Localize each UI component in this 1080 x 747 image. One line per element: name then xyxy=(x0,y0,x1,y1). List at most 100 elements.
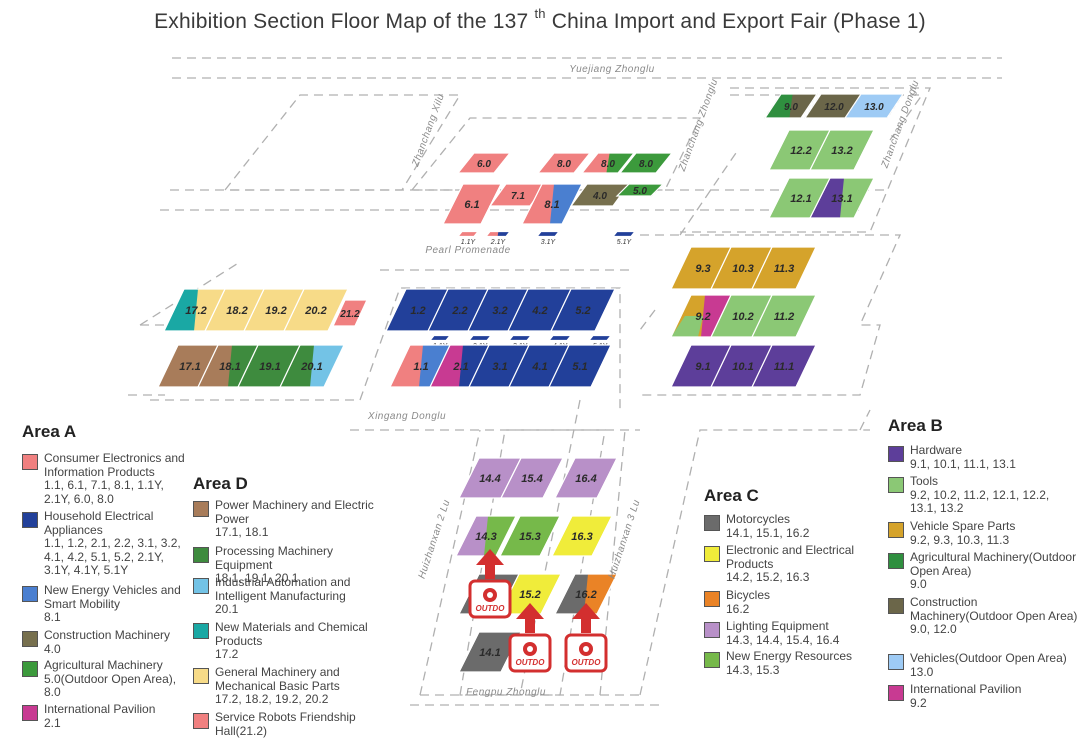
legend-swatch xyxy=(193,547,209,563)
hall-label: 16.2 xyxy=(575,589,596,601)
legend-swatch xyxy=(22,705,38,721)
legend-swatch xyxy=(888,553,904,569)
legend-category: Agricultural Machinery(Outdoor Open Area… xyxy=(910,550,1077,578)
hall-border xyxy=(618,152,674,174)
hall-fill-secondary xyxy=(550,184,582,224)
legend-swatch xyxy=(22,661,38,677)
hall-fill-secondary xyxy=(419,345,452,387)
road-label: Xingang Donglu xyxy=(367,411,446,422)
hall-border xyxy=(809,129,875,171)
hall-label: 13.1 xyxy=(831,193,852,205)
hall-label: 5.0 xyxy=(633,186,647,197)
outdo-booth-marker[interactable]: OUTDO xyxy=(564,603,608,673)
hall-9-0: 9.0 xyxy=(763,93,819,119)
hall-label: 19.1 xyxy=(259,361,280,373)
legend-item: Agricultural Machinery(Outdoor Open Area… xyxy=(888,550,1078,592)
hall-label: 14.3 xyxy=(475,531,496,543)
hall-border xyxy=(751,344,817,388)
legend-halls: 20.1 xyxy=(215,602,239,616)
hall-13-0: 13.0 xyxy=(843,93,905,119)
legend-halls: 16.2 xyxy=(726,601,750,616)
hall-fill-secondary xyxy=(840,178,874,218)
hall-label: 11.2 xyxy=(774,311,795,323)
road-label: Zhanchang Xilu xyxy=(410,92,447,169)
outdo-label: OUTDO xyxy=(572,658,602,667)
hall-border xyxy=(279,344,345,388)
legend-category: Processing Machinery Equipment xyxy=(215,544,334,572)
hall-label: 12.0 xyxy=(824,102,844,113)
hall-border xyxy=(456,230,480,238)
legend-halls: 14.3, 15.3 xyxy=(726,662,780,677)
hall-border xyxy=(580,152,636,174)
hall-fill-tertiary xyxy=(671,316,703,337)
hall-label: 12.1 xyxy=(790,193,811,205)
hall-7-1: 7.1 xyxy=(488,183,548,207)
hall-16-3: 16.3 xyxy=(551,515,613,557)
hall-border xyxy=(569,183,631,207)
hall-label: 8.1 xyxy=(544,199,559,211)
hall-border xyxy=(751,246,817,290)
hall-border xyxy=(550,288,616,332)
legend-swatch xyxy=(22,512,38,528)
hall-label: 5.2 xyxy=(575,305,590,317)
hall-label: 2.2 xyxy=(451,305,467,317)
hall-border xyxy=(587,334,613,342)
legend-category: New Energy Vehicles and Smart Mobility xyxy=(44,583,181,611)
hall-label: 4.1 xyxy=(531,361,547,373)
hall-border xyxy=(615,183,665,197)
legend-category: Construction Machinery(Outdoor Open Area… xyxy=(910,595,1078,623)
legend-swatch xyxy=(888,446,904,462)
hall-4-0: 4.0 xyxy=(569,183,631,207)
legend-halls: 9.2, 10.2, 11.2, 12.1, 12.2, 13.1, 13.2 xyxy=(910,487,1050,515)
road-label: Fengpu Zhonglu xyxy=(466,687,546,698)
hall-15-4: 15.4 xyxy=(500,457,564,499)
legend-swatch xyxy=(704,515,720,531)
legend-halls: 17.2 xyxy=(215,647,239,661)
hall-border xyxy=(843,93,905,119)
hall-20-1: 20.1 xyxy=(279,344,345,388)
outdo-booth-marker[interactable]: OUTDO xyxy=(468,549,512,619)
hall-label: 3.1Y xyxy=(541,239,557,246)
legend-halls: 8.0 xyxy=(44,685,61,699)
legend-halls: 9.2, 9.3, 10.3, 11.3 xyxy=(910,532,1010,547)
outdo-booth-marker[interactable]: OUTDO xyxy=(508,603,552,673)
hall-label: 4.2 xyxy=(531,305,547,317)
legend-swatch xyxy=(704,622,720,638)
legend-swatch xyxy=(193,623,209,639)
legend-swatch xyxy=(888,685,904,701)
legend-halls: 9.0 xyxy=(910,577,927,591)
hall-14-3: 14.3 xyxy=(455,515,517,557)
legend-swatch xyxy=(193,668,209,684)
hall-border xyxy=(554,457,618,499)
legend-item: Agricultural Machinery 5.0(Outdoor Open … xyxy=(22,658,190,700)
hall-border xyxy=(442,183,502,225)
legend-category: International Pavilion xyxy=(910,682,1022,696)
hall-label: 14.1 xyxy=(479,647,500,659)
hall-label: 19.2 xyxy=(265,305,286,317)
legend-halls: 9.1, 10.1, 11.1, 13.1 xyxy=(910,456,1016,471)
hall-label: 18.2 xyxy=(226,305,247,317)
legend-halls: 14.2, 15.2, 16.3 xyxy=(726,570,810,584)
legend-swatch xyxy=(888,522,904,538)
hall-border xyxy=(456,152,512,174)
legend-swatch xyxy=(888,654,904,670)
area-title: Area B xyxy=(888,416,943,435)
legend-swatch xyxy=(704,652,720,668)
hall-label: 14.4 xyxy=(479,473,500,485)
hall-label: 5.1Y xyxy=(617,239,633,246)
hall-label: 11.1 xyxy=(774,361,795,373)
page-title: Exhibition Section Floor Map of the 137 … xyxy=(154,6,926,33)
legend-swatch xyxy=(22,586,38,602)
hall-label: 6.0 xyxy=(477,159,491,170)
hall-label: 8.0 xyxy=(557,159,571,170)
legend-swatch xyxy=(193,578,209,594)
legend-halls: 8.1 xyxy=(44,610,61,624)
legend-category: Lighting Equipment xyxy=(726,619,829,633)
hall-label: 20.1 xyxy=(300,361,322,373)
hall-label: 1.2 xyxy=(410,305,425,317)
